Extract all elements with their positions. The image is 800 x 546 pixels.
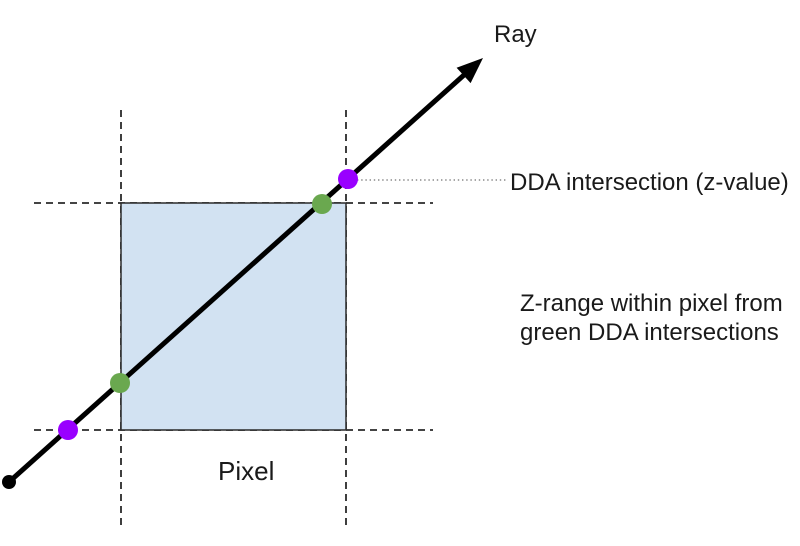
pixel-label: Pixel — [218, 456, 274, 486]
ray-label: Ray — [494, 21, 537, 48]
dda-intersection-dot-lower — [58, 420, 78, 440]
dda-intersection-label: DDA intersection (z-value) — [510, 169, 789, 196]
green-intersection-dot-top-edge — [312, 194, 332, 214]
green-intersection-dot-left-edge — [110, 373, 130, 393]
dda-intersection-dot-upper — [338, 169, 358, 189]
z-range-label-line1: Z-range within pixel from — [520, 290, 783, 317]
ray-origin-dot — [2, 475, 16, 489]
ray-line — [7, 73, 466, 484]
z-range-label-line2: green DDA intersections — [520, 319, 779, 346]
ray-arrowhead — [456, 58, 483, 84]
pixel-square — [120, 202, 347, 431]
